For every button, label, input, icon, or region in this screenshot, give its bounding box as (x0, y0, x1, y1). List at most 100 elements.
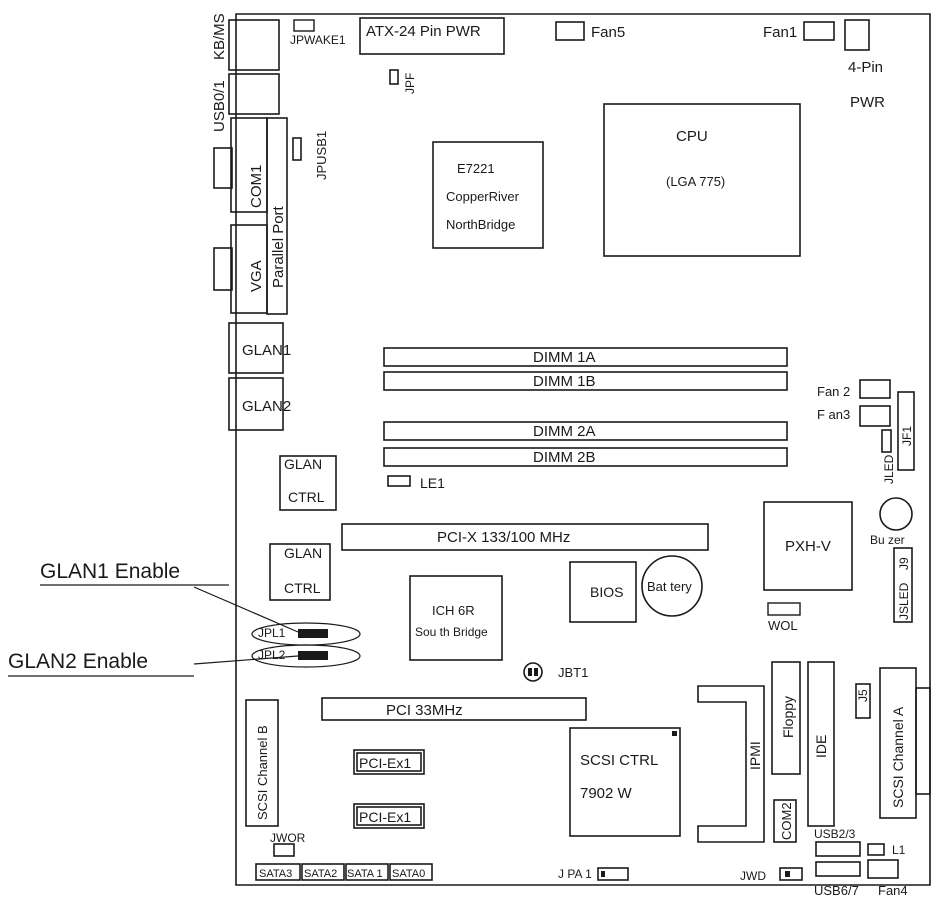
jpf-jumper: JPF (389, 69, 417, 94)
jpl1-label: JPL1 (258, 626, 286, 640)
vga-label: VGA (248, 260, 265, 292)
pciex1-slot-lower: PCI-Ex1 (353, 803, 425, 829)
northbridge-model: E7221 (457, 161, 495, 176)
fan2-label: Fan 2 (817, 384, 850, 399)
glan-ctrl-upper: GLAN CTRL (279, 455, 337, 511)
battery: Bat tery (641, 555, 703, 617)
usb01-label: USB0/1 (211, 80, 228, 132)
dimm-2b-slot: DIMM 2B (383, 447, 788, 467)
le1-led: LE1 (387, 475, 445, 491)
board-outline (235, 13, 931, 886)
j5-label: J5 (856, 689, 870, 702)
scsi-ctrl-chip: SCSI CTRL 7902 W (569, 727, 681, 837)
com2-label: COM2 (779, 802, 794, 840)
glan2-enable-callout: GLAN2 Enable (8, 650, 299, 677)
pcix-slot: PCI-X 133/100 MHz (341, 523, 709, 551)
le1-label: LE1 (420, 475, 445, 491)
glan1-enable-callout: GLAN1 Enable (40, 560, 299, 633)
jpa1-label: J PA 1 (558, 867, 592, 881)
sata3-label: SATA3 (259, 868, 292, 880)
buzzer: Bu zer (870, 497, 913, 547)
j9-header: J9 JSLED (893, 547, 913, 623)
parallel-label: Parallel Port (270, 205, 287, 288)
fan1-header: Fan1 (763, 21, 835, 41)
glan-ctrl-upper-line2: CTRL (288, 489, 325, 505)
cpu-socket-type: (LGA 775) (666, 174, 725, 189)
pxh-v-chip: PXH-V (763, 501, 853, 591)
northbridge-codename: CopperRiver (446, 189, 520, 204)
jled-header: JLED (881, 429, 896, 484)
jpl2-label: JPL2 (258, 648, 286, 662)
jpf-label: JPF (403, 73, 417, 94)
pciex1-upper-label: PCI-Ex1 (359, 755, 411, 771)
pciex1-lower-label: PCI-Ex1 (359, 809, 411, 825)
ide-label: IDE (813, 735, 829, 758)
fan1-label: Fan1 (763, 24, 797, 41)
jpl2-jumper: JPL2 (251, 644, 361, 668)
kbms-port: KB/MS (211, 13, 280, 71)
dimm-1a-slot: DIMM 1A (383, 347, 788, 367)
jpwake1-label: JPWAKE1 (290, 33, 346, 47)
fan4-header: Fan4 (867, 859, 908, 898)
scsi-ctrl-label: SCSI CTRL (580, 752, 658, 769)
j5-header: J5 (855, 683, 871, 719)
usb67-header: USB6/7 (814, 861, 861, 898)
bios-chip: BIOS (569, 561, 637, 623)
southbridge-model: ICH 6R (432, 603, 475, 618)
jpusb1-label: JPUSB1 (314, 131, 329, 180)
jf1-header: JF1 (897, 391, 915, 471)
jwor-label: JWOR (270, 831, 306, 845)
glan1-enable-label: GLAN1 Enable (40, 560, 180, 583)
dimm-1b-label: DIMM 1B (533, 373, 596, 390)
atx-24pin-connector: ATX-24 Pin PWR (359, 17, 505, 55)
scsi-channel-b-connector: SCSI Channel B (245, 699, 279, 827)
dimm-2b-label: DIMM 2B (533, 449, 596, 466)
southbridge-label: Sou th Bridge (415, 625, 488, 639)
jsled-label: JSLED (897, 582, 911, 620)
scsi-channel-b-label: SCSI Channel B (255, 725, 270, 820)
sata3-port: SATA3 (255, 863, 301, 881)
usb23-header: USB2/3 (814, 827, 861, 857)
glan-ctrl-lower-line1: GLAN (284, 545, 322, 561)
ipmi-slot: IPMI (697, 685, 765, 843)
glan-ctrl-lower-line2: CTRL (284, 580, 321, 596)
glan2-port: GLAN2 (228, 377, 291, 431)
floppy-connector: Floppy (771, 661, 801, 775)
jpl1-jumper: JPL1 (251, 622, 361, 646)
dimm-2a-label: DIMM 2A (533, 423, 596, 440)
fan3-label: F an3 (817, 407, 850, 422)
pwr4-label-line2: PWR (850, 94, 885, 111)
glan1-label: GLAN1 (242, 342, 291, 359)
jpwake1-header: JPWAKE1 (290, 19, 346, 47)
fan2-header: Fan 2 (817, 379, 891, 399)
sata2-port: SATA2 (301, 863, 345, 881)
pwr-4pin-connector: 4-Pin PWR (844, 19, 885, 111)
pci33-label: PCI 33MHz (386, 702, 463, 719)
fan3-header: F an3 (817, 405, 891, 427)
sata0-port: SATA0 (389, 863, 433, 881)
glan-ctrl-lower: GLAN CTRL (269, 543, 331, 601)
sata0-label: SATA0 (392, 868, 425, 880)
buzzer-label: Bu zer (870, 533, 905, 547)
cpu-label: CPU (676, 128, 708, 145)
usb01-port: USB0/1 (211, 73, 280, 132)
scsi-channel-a-connector: SCSI Channel A (879, 667, 931, 819)
jf1-label: JF1 (900, 426, 914, 446)
northbridge-chip: E7221 CopperRiver NorthBridge (432, 141, 544, 249)
pxh-v-label: PXH-V (785, 538, 831, 555)
jpusb1-jumper: JPUSB1 (292, 131, 329, 180)
ide-connector: IDE (807, 661, 835, 827)
northbridge-label: NorthBridge (446, 217, 515, 232)
usb23-label: USB2/3 (814, 827, 856, 841)
battery-label: Bat tery (647, 579, 692, 594)
pwr4-label-line1: 4-Pin (848, 59, 883, 76)
floppy-label: Floppy (780, 696, 796, 738)
sata1-port: SATA 1 (345, 863, 389, 881)
parallel-port: Parallel Port (266, 117, 288, 315)
wol-header: WOL (767, 602, 801, 633)
j9-label: J9 (897, 557, 911, 570)
com2-header: COM2 (773, 799, 797, 843)
atx-label: ATX-24 Pin PWR (366, 23, 481, 40)
scsi-channel-a-label: SCSI Channel A (890, 706, 906, 808)
